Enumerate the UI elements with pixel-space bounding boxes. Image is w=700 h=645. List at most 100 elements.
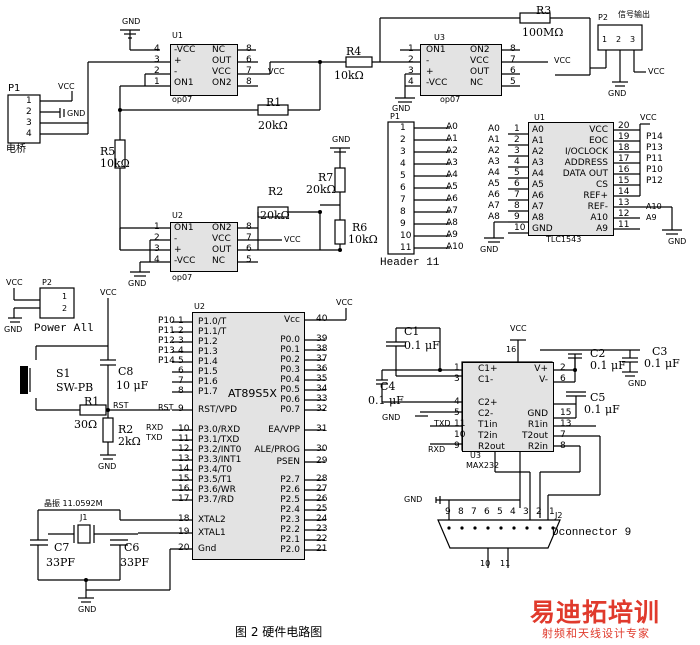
gnd-net-label: GND [382,413,401,422]
net-label: P13 [158,346,175,356]
pin-number: 6 [484,507,490,517]
pin-name: EA/VPP [268,425,300,435]
pin-number: 2 [178,326,184,336]
s1-part: SW-PB [56,381,94,394]
header-name: Header 11 [380,257,440,269]
pin-name: P3.7/RD [198,495,234,505]
pin-name: P2.4 [280,505,300,515]
pin-number: 5 [497,507,503,517]
c3-value: 0.1 μF [644,357,680,370]
pin-name: V- [539,375,548,385]
pin-number: 37 [316,354,328,364]
pin-name: T1in [478,420,498,430]
net-label: P10 [158,316,175,326]
pin-number: 9 [445,507,451,517]
pin-name: C1- [478,375,494,385]
vcc-net-label: VCC [100,288,117,297]
pin-number: 34 [316,384,328,394]
pin-number: 28 [316,474,328,484]
pin-number: 7 [510,55,516,65]
r2-ref: R2 [268,185,284,198]
pin-name: GND [532,224,553,234]
c8-ref: C8 [118,365,134,378]
pin-number: 36 [316,364,328,374]
u1-left-pin-names: -VCC + - ON1 [174,45,195,89]
r3-value: 100MΩ [522,26,564,39]
pin-name: - [426,56,430,66]
gnd-net-label: GND [608,89,627,98]
pin-number: 6 [400,183,406,193]
p2-signal-ref: P2 [598,13,608,22]
pin-name: REF- [587,202,608,212]
c6-value: 33PF [120,556,150,569]
net-label: A3 [488,157,500,167]
pin-number: 13 [618,198,630,208]
gnd-net-label: GND [128,279,147,288]
pin-name: A2 [532,147,544,157]
pin-name: P2.5 [280,495,300,505]
pin-name: P2.7 [280,475,300,485]
net-label: A7 [446,206,458,216]
u3-right-pin-names: ON2 VCC OUT NC [470,45,490,89]
pin-name: OUT [212,56,232,66]
pin-number: 3 [400,147,406,157]
pin-number: 13 [178,454,190,464]
gnd-net-label: GND [628,379,647,388]
net-label: A0 [446,122,458,132]
pin-name: + [426,67,434,77]
mcu-right-pins: 40 39 38 37 36 35 34 33 32 31 30 29 28 2… [316,314,327,554]
pin-label: 1 [602,35,608,44]
pin-number: 1 [400,123,406,133]
c4-ref: C4 [380,380,396,393]
pin-name: + [174,245,182,255]
pin-number: 25 [316,504,328,514]
net-label: A10 [446,242,464,252]
pin-name: P3.4/T0 [198,465,232,475]
pin-number: 12 [178,444,190,454]
u1-left-pin-numbers: 4 3 2 1 [154,44,160,88]
pin-number: 39 [316,334,328,344]
mcu-left-nets: P10 P11 P12 P13 P14 [158,316,175,366]
pin-number: 2 [154,233,160,243]
pin-number: 5 [514,168,520,178]
r6-value: 10kΩ [348,233,378,246]
pin-number: 12 [618,209,630,219]
watermark-brand: 易迪拓培训 [530,598,661,627]
pin-name: A3 [532,158,544,168]
pin-number: 5 [246,255,252,265]
pin-number: 20 [178,543,190,553]
r1-value: 20kΩ [258,119,288,132]
c5-value: 0.1 μF [584,403,620,416]
r4-value: 10kΩ [334,69,364,82]
crystal-label: 晶振 11.0592M [44,499,103,508]
pin-number: 2 [400,135,406,145]
r2-reset-ref: R2 [118,423,134,436]
u2-right-pin-numbers: 8 7 6 5 [246,222,252,266]
pin-name: XTAL1 [198,528,226,538]
vcc-net-label: VCC [58,82,75,91]
pin-name: P1.0/T [198,317,227,327]
pin-name: - [174,234,178,244]
crystal-ref: J1 [80,513,88,522]
r4-ref: R4 [346,45,362,58]
pin-number: 8 [246,222,252,232]
pin-number: 31 [316,424,328,434]
u2-ref: U2 [172,211,183,220]
mcu-part: AT89S5X [228,387,277,400]
pin-label: 1 [62,292,68,301]
c3-ref: C3 [652,345,668,358]
adc-left-pins: 1 2 3 4 5 6 7 8 9 10 [514,124,525,234]
pin-name: DATA OUT [562,169,608,179]
net-label: A10 [646,202,662,211]
max232-left-pins: 1 3 4 5 11 10 9 [454,363,465,452]
header-pin-numbers: 1 2 3 4 5 6 7 8 9 10 11 [400,123,411,255]
pin-number: 9 [178,404,184,414]
pin-number: 18 [618,143,630,153]
pin-name: + [174,56,182,66]
pin-name: C1+ [478,364,498,374]
pin-name: P2.3 [280,515,300,525]
vcc-net-label: VCC [6,278,23,287]
pin-number: 11 [400,243,412,253]
r3-ref: R3 [536,4,552,17]
pin-name: VCC [470,56,489,66]
